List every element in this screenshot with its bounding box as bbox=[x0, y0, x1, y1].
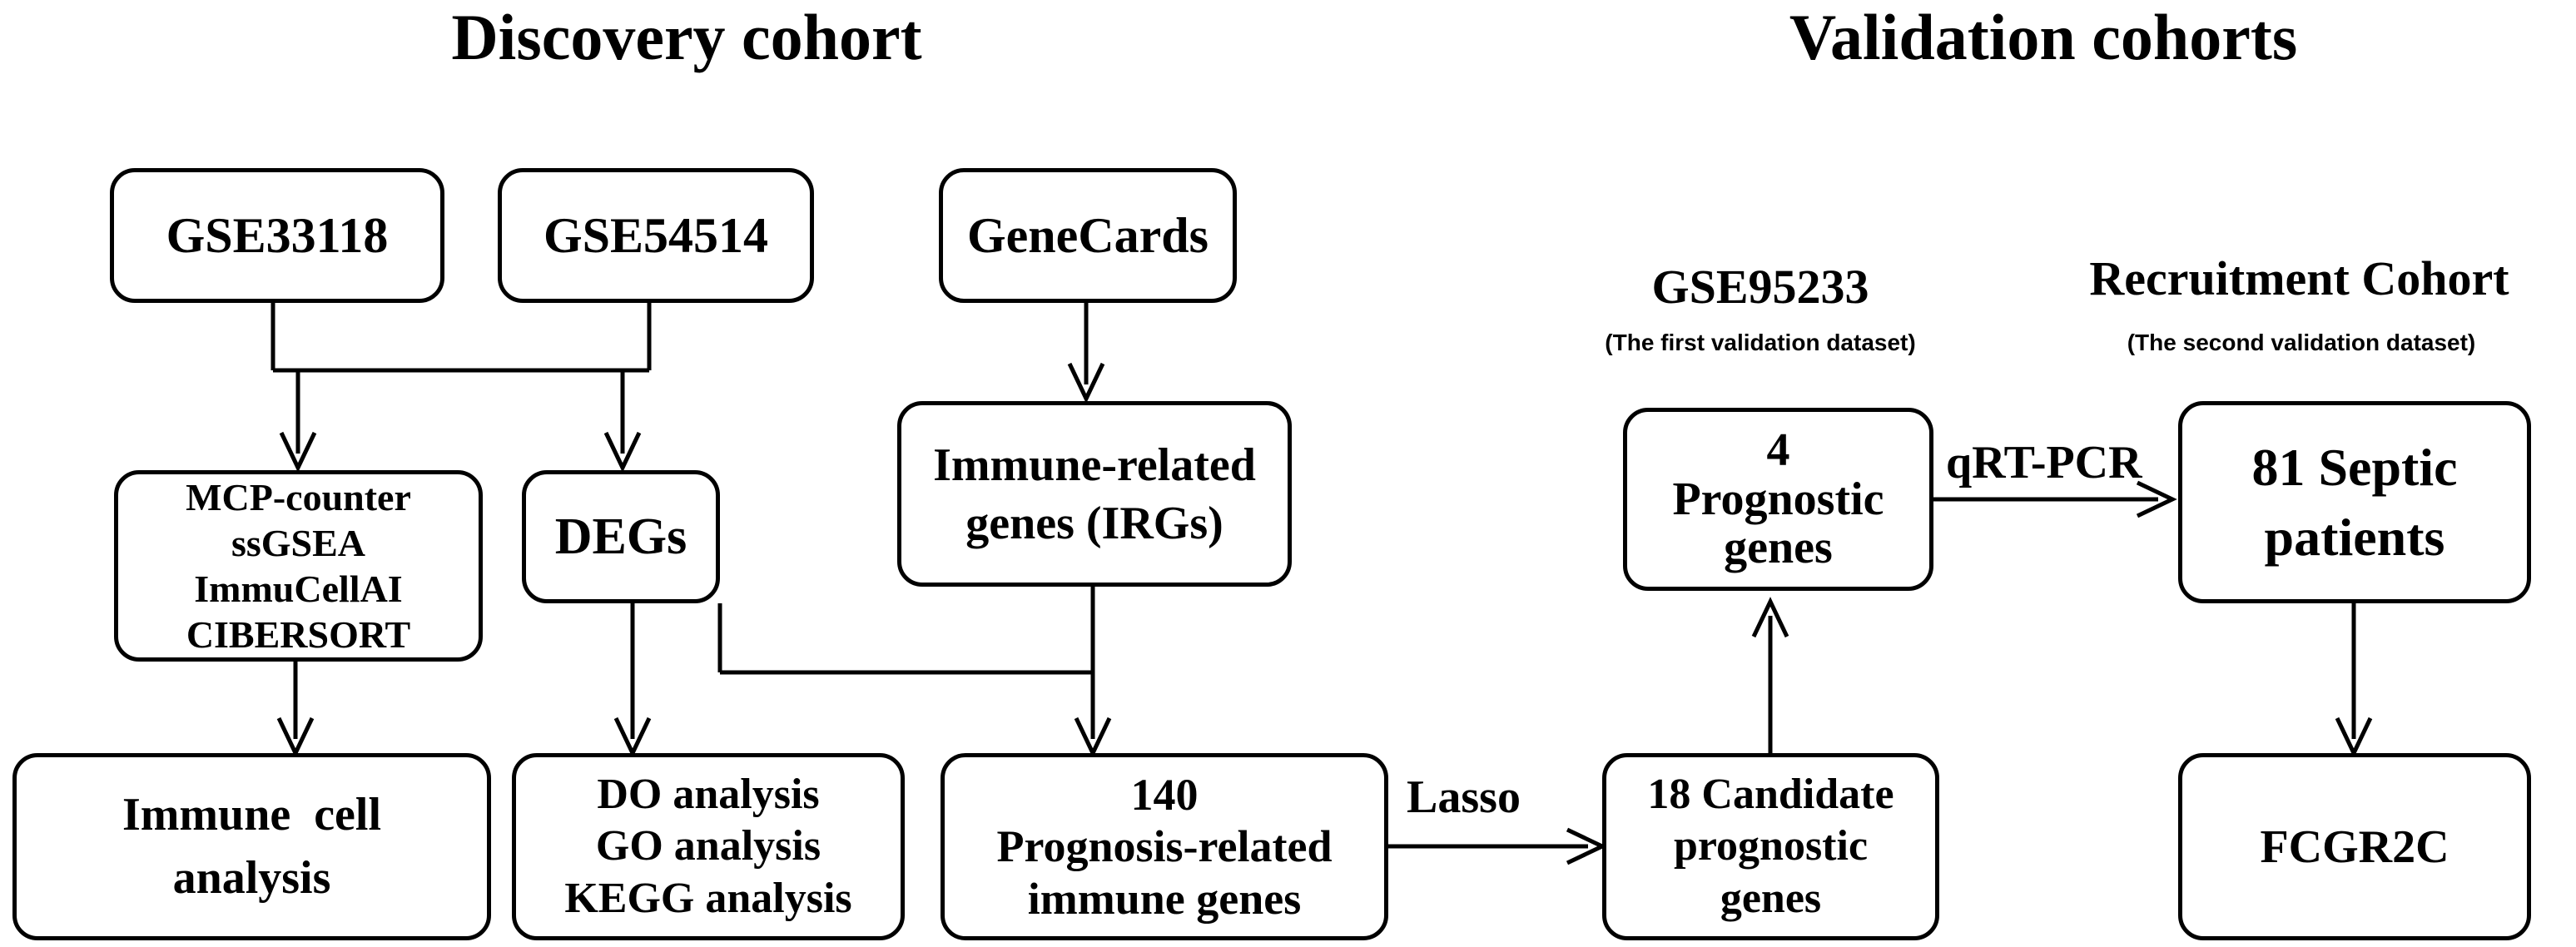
gse33118-label: GSE33118 bbox=[166, 207, 389, 263]
irgs-line-1: Immune-related bbox=[933, 439, 1256, 491]
go-analysis-label: GO analysis bbox=[595, 822, 821, 870]
genecards-box: GeneCards bbox=[939, 168, 1237, 303]
prognosis-genes-line-2: Prognosis-related bbox=[996, 821, 1333, 872]
immune-methods-box: MCP-counter ssGSEA ImmuCellAI CIBERSORT bbox=[114, 470, 483, 662]
arrow-lasso bbox=[1388, 827, 1607, 865]
arrow-to-prognosis-genes bbox=[1074, 672, 1112, 758]
arrow-to-enrichment bbox=[613, 603, 652, 758]
prognosis-genes-box: 140 Prognosis-related immune genes bbox=[941, 753, 1388, 940]
septic-patients-line-1: 81 Septic bbox=[2251, 438, 2458, 498]
arrow-to-fcgr2c bbox=[2335, 603, 2373, 758]
method-cibersort: CIBERSORT bbox=[186, 613, 411, 657]
genecards-label: GeneCards bbox=[967, 207, 1209, 263]
degs-box: DEGs bbox=[522, 470, 720, 603]
degs-label: DEGs bbox=[554, 508, 687, 565]
discovery-cohort-heading: Discovery cohort bbox=[451, 1, 922, 73]
lasso-label: Lasso bbox=[1407, 771, 1521, 823]
fcgr2c-label: FCGR2C bbox=[2260, 821, 2449, 873]
irgs-box: Immune-related genes (IRGs) bbox=[897, 401, 1292, 587]
irgs-line-2: genes (IRGs) bbox=[965, 497, 1223, 549]
immune-cell-analysis-line-2: analysis bbox=[172, 851, 331, 904]
gse95233-title: GSE95233 bbox=[1651, 260, 1869, 314]
arrow-to-irgs bbox=[1067, 303, 1105, 404]
prognostic-genes-line-2: Prognostic bbox=[1672, 473, 1884, 525]
method-mcp-counter: MCP-counter bbox=[186, 475, 411, 518]
kegg-analysis-label: KEGG analysis bbox=[564, 874, 852, 922]
candidate-genes-line-1: 18 Candidate bbox=[1647, 770, 1894, 818]
qrtpcr-label: qRT-PCR bbox=[1946, 437, 2142, 488]
arrow-to-prognostic-genes bbox=[1751, 597, 1789, 753]
arrow-qrtpcr bbox=[1933, 480, 2177, 518]
septic-patients-box: 81 Septic patients bbox=[2178, 401, 2531, 603]
gse33118-box: GSE33118 bbox=[110, 168, 444, 303]
immune-cell-analysis-line-1: Immune cell bbox=[122, 788, 382, 840]
arrow-to-immune-methods bbox=[279, 370, 317, 473]
do-analysis-label: DO analysis bbox=[597, 770, 820, 818]
gse95233-note: (The first validation dataset) bbox=[1605, 330, 1916, 355]
enrichment-box: DO analysis GO analysis KEGG analysis bbox=[512, 753, 905, 940]
prognostic-genes-line-1: 4 bbox=[1766, 424, 1790, 476]
septic-patients-line-2: patients bbox=[2264, 507, 2445, 567]
arrow-to-degs bbox=[603, 370, 642, 473]
recruitment-cohort-title: Recruitment Cohort bbox=[2089, 251, 2509, 305]
prognosis-genes-line-3: immune genes bbox=[1027, 873, 1302, 924]
arrow-to-immune-cell-analysis bbox=[276, 662, 315, 758]
validation-cohorts-heading: Validation cohorts bbox=[1789, 1, 2298, 73]
candidate-genes-line-3: genes bbox=[1720, 874, 1822, 922]
prognosis-genes-line-1: 140 bbox=[1130, 770, 1199, 821]
gse54514-label: GSE54514 bbox=[543, 207, 769, 263]
candidate-genes-line-2: prognostic bbox=[1673, 822, 1869, 870]
method-ssgsea: ssGSEA bbox=[231, 521, 366, 564]
prognostic-genes-box: 4 Prognostic genes bbox=[1623, 408, 1933, 591]
candidate-genes-box: 18 Candidate prognostic genes bbox=[1602, 753, 1939, 940]
immune-cell-analysis-box: Immune cell analysis bbox=[12, 753, 491, 940]
recruitment-cohort-note: (The second validation dataset) bbox=[2127, 330, 2476, 355]
method-immucellai: ImmuCellAI bbox=[194, 568, 403, 610]
prognostic-genes-line-3: genes bbox=[1724, 522, 1833, 574]
fcgr2c-box: FCGR2C bbox=[2178, 753, 2531, 940]
gse54514-box: GSE54514 bbox=[498, 168, 814, 303]
